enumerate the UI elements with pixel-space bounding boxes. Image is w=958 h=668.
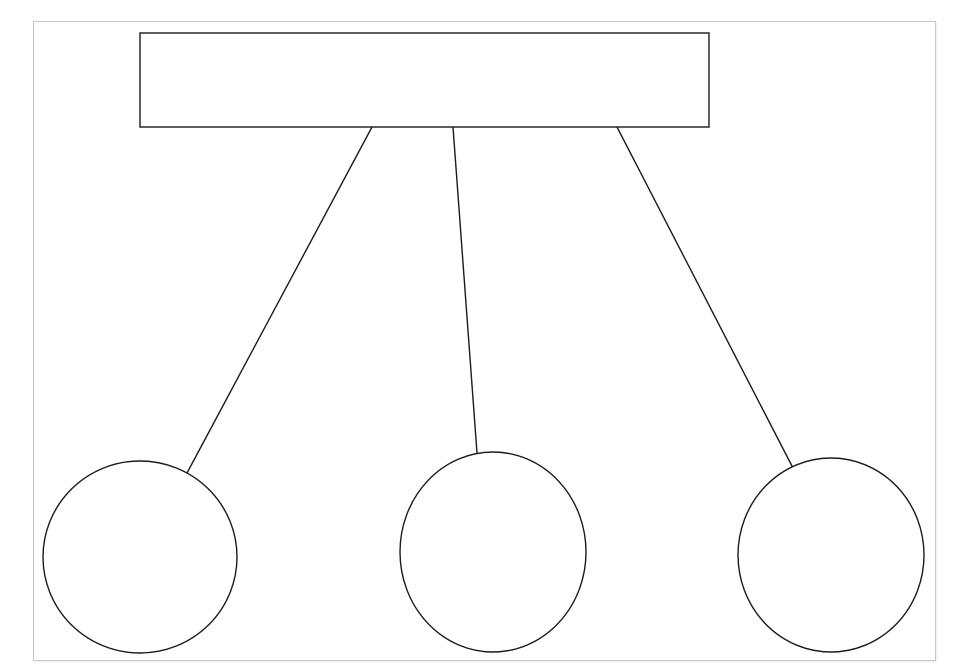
child-node-left (42, 460, 238, 654)
root-box (139, 32, 710, 128)
child-circle-left (42, 460, 238, 654)
child-circle-middle (399, 451, 587, 653)
root-node (139, 32, 710, 128)
connector-left (186, 126, 373, 474)
child-node-middle (399, 451, 587, 653)
connector-right (616, 126, 794, 469)
connector-middle (452, 126, 478, 454)
child-node-right (737, 457, 925, 653)
child-circle-right (737, 457, 925, 653)
